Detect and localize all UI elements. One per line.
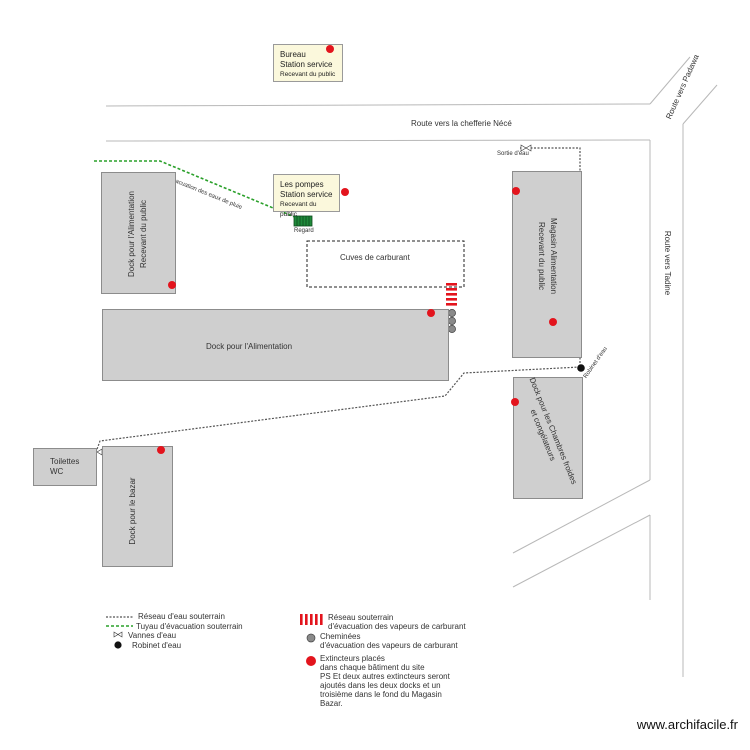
legend-extinguishers-line1: Extincteurs placés bbox=[320, 654, 385, 663]
dock-left-label: Dock pour l'Alimentation Recevant du pub… bbox=[126, 174, 150, 294]
legend-chimneys: Cheminées d'évacuation des vapeurs de ca… bbox=[320, 632, 458, 650]
legend-chimney-icon bbox=[306, 633, 316, 643]
vapour-network bbox=[446, 283, 457, 306]
road-label-chefferie: Route vers la chefferie Nécé bbox=[411, 119, 512, 128]
extinguisher-icon bbox=[341, 188, 349, 196]
extinguisher-icon bbox=[512, 187, 520, 195]
water-tap-icon bbox=[577, 364, 585, 372]
pompes-station-service: Les pompes Station service Recevant du p… bbox=[273, 174, 340, 218]
watermark: www.archifacile.fr bbox=[636, 717, 738, 732]
road-branch-2 bbox=[512, 514, 651, 588]
dock-alimentation-left bbox=[101, 172, 176, 294]
legend-drain-pipe: Tuyau d'évacuation souterrain bbox=[136, 622, 243, 631]
road-edge-padawa-left bbox=[649, 56, 691, 105]
dock-chambres-froides bbox=[513, 377, 583, 499]
dock-alimentation-main bbox=[102, 309, 449, 381]
legend-extinguishers: Extincteurs placés dans chaque bâtiment … bbox=[320, 654, 450, 708]
fuel-tanks-label: Cuves de carburant bbox=[340, 253, 410, 262]
bureau-subtitle: Station service bbox=[280, 60, 333, 69]
legend-symbols bbox=[106, 614, 323, 666]
dock-left-title: Dock pour l'Alimentation bbox=[127, 191, 136, 278]
legend-water-network: Réseau d'eau souterrain bbox=[138, 612, 225, 621]
toilettes-wc bbox=[33, 448, 97, 486]
road-label-tadine: Route vers Tadine bbox=[663, 230, 672, 296]
dock-bazar-label: Dock pour le bazar bbox=[128, 477, 137, 545]
chimney-icon bbox=[448, 325, 456, 333]
magasin-title: Magasin Alimentation bbox=[549, 217, 558, 295]
legend-extinguisher-icon bbox=[306, 656, 316, 666]
pompes-title: Les pompes bbox=[280, 180, 324, 189]
toilettes-label: Toilettes WC bbox=[50, 457, 79, 477]
legend-extinguishers-line3: PS Et deux autres extincteurs seront bbox=[320, 672, 450, 681]
extinguisher-icon bbox=[157, 446, 165, 454]
toilettes-subtitle: WC bbox=[50, 467, 64, 476]
bureau-title: Bureau bbox=[280, 50, 306, 59]
fuel-tanks-outline bbox=[306, 240, 465, 288]
dock-main-label: Dock pour l'Alimentation bbox=[206, 342, 293, 351]
extinguisher-icon bbox=[549, 318, 557, 326]
water-pipe-segment bbox=[520, 147, 581, 367]
water-network bbox=[95, 147, 581, 453]
road-edge-top bbox=[105, 103, 651, 107]
legend-vapour-line1: Réseau souterrain bbox=[328, 613, 394, 622]
valve-icon bbox=[520, 144, 532, 152]
legend-tap: Robinet d'eau bbox=[132, 641, 182, 650]
road-edge-chefferie bbox=[105, 139, 651, 142]
dock-left-public: Recevant du public bbox=[139, 199, 148, 269]
legend-extinguishers-line6: Bazar. bbox=[320, 699, 343, 708]
magasin-label: Magasin Alimentation Recevant du public bbox=[535, 196, 559, 316]
legend-vapour-icon bbox=[300, 614, 323, 625]
pompes-public: Recevant du public bbox=[280, 201, 317, 218]
legend-extinguishers-line5: troisième dans le fond du Magasin bbox=[320, 690, 442, 699]
extinguisher-icon bbox=[168, 281, 176, 289]
road-edge-padawa-right bbox=[682, 84, 718, 125]
legend-chimneys-line2: d'évacuation des vapeurs de carburant bbox=[320, 641, 458, 650]
chimney-icon bbox=[448, 309, 456, 317]
water-outlet-label: Sortie d'eau bbox=[497, 151, 529, 157]
water-pipe-segment bbox=[95, 366, 581, 453]
extinguisher-icon bbox=[326, 45, 334, 53]
dock-bazar bbox=[102, 446, 173, 567]
road-branch-1 bbox=[512, 479, 651, 554]
regard-label: Regard bbox=[294, 228, 314, 234]
road-lines bbox=[105, 56, 718, 677]
drain-pipe bbox=[94, 160, 303, 221]
chimney-icon bbox=[448, 317, 456, 325]
legend-chimneys-line1: Cheminées bbox=[320, 632, 361, 641]
vapour-chimney-icons bbox=[448, 309, 456, 333]
bureau-public: Recevant du public bbox=[280, 71, 336, 78]
legend-extinguishers-line4: ajoutés dans les deux docks et un bbox=[320, 681, 441, 690]
magasin-public: Recevant du public bbox=[537, 221, 546, 291]
legend-tap-icon bbox=[114, 641, 122, 649]
legend-vapour-line2: d'évacuation des vapeurs de carburant bbox=[328, 622, 466, 631]
magasin-alimentation bbox=[512, 171, 582, 358]
extinguisher-icon bbox=[427, 309, 435, 317]
extinguisher-icon bbox=[511, 398, 519, 406]
manhole-grate-icon bbox=[293, 215, 313, 227]
toilettes-title: Toilettes bbox=[50, 457, 80, 466]
legend-valves: Vannes d'eau bbox=[128, 631, 177, 640]
legend-valve-icon bbox=[113, 631, 123, 638]
legend-vapour-network: Réseau souterrain d'évacuation des vapeu… bbox=[328, 613, 466, 631]
legend-extinguishers-line2: dans chaque bâtiment du site bbox=[320, 663, 425, 672]
pompes-subtitle: Station service bbox=[280, 190, 333, 199]
